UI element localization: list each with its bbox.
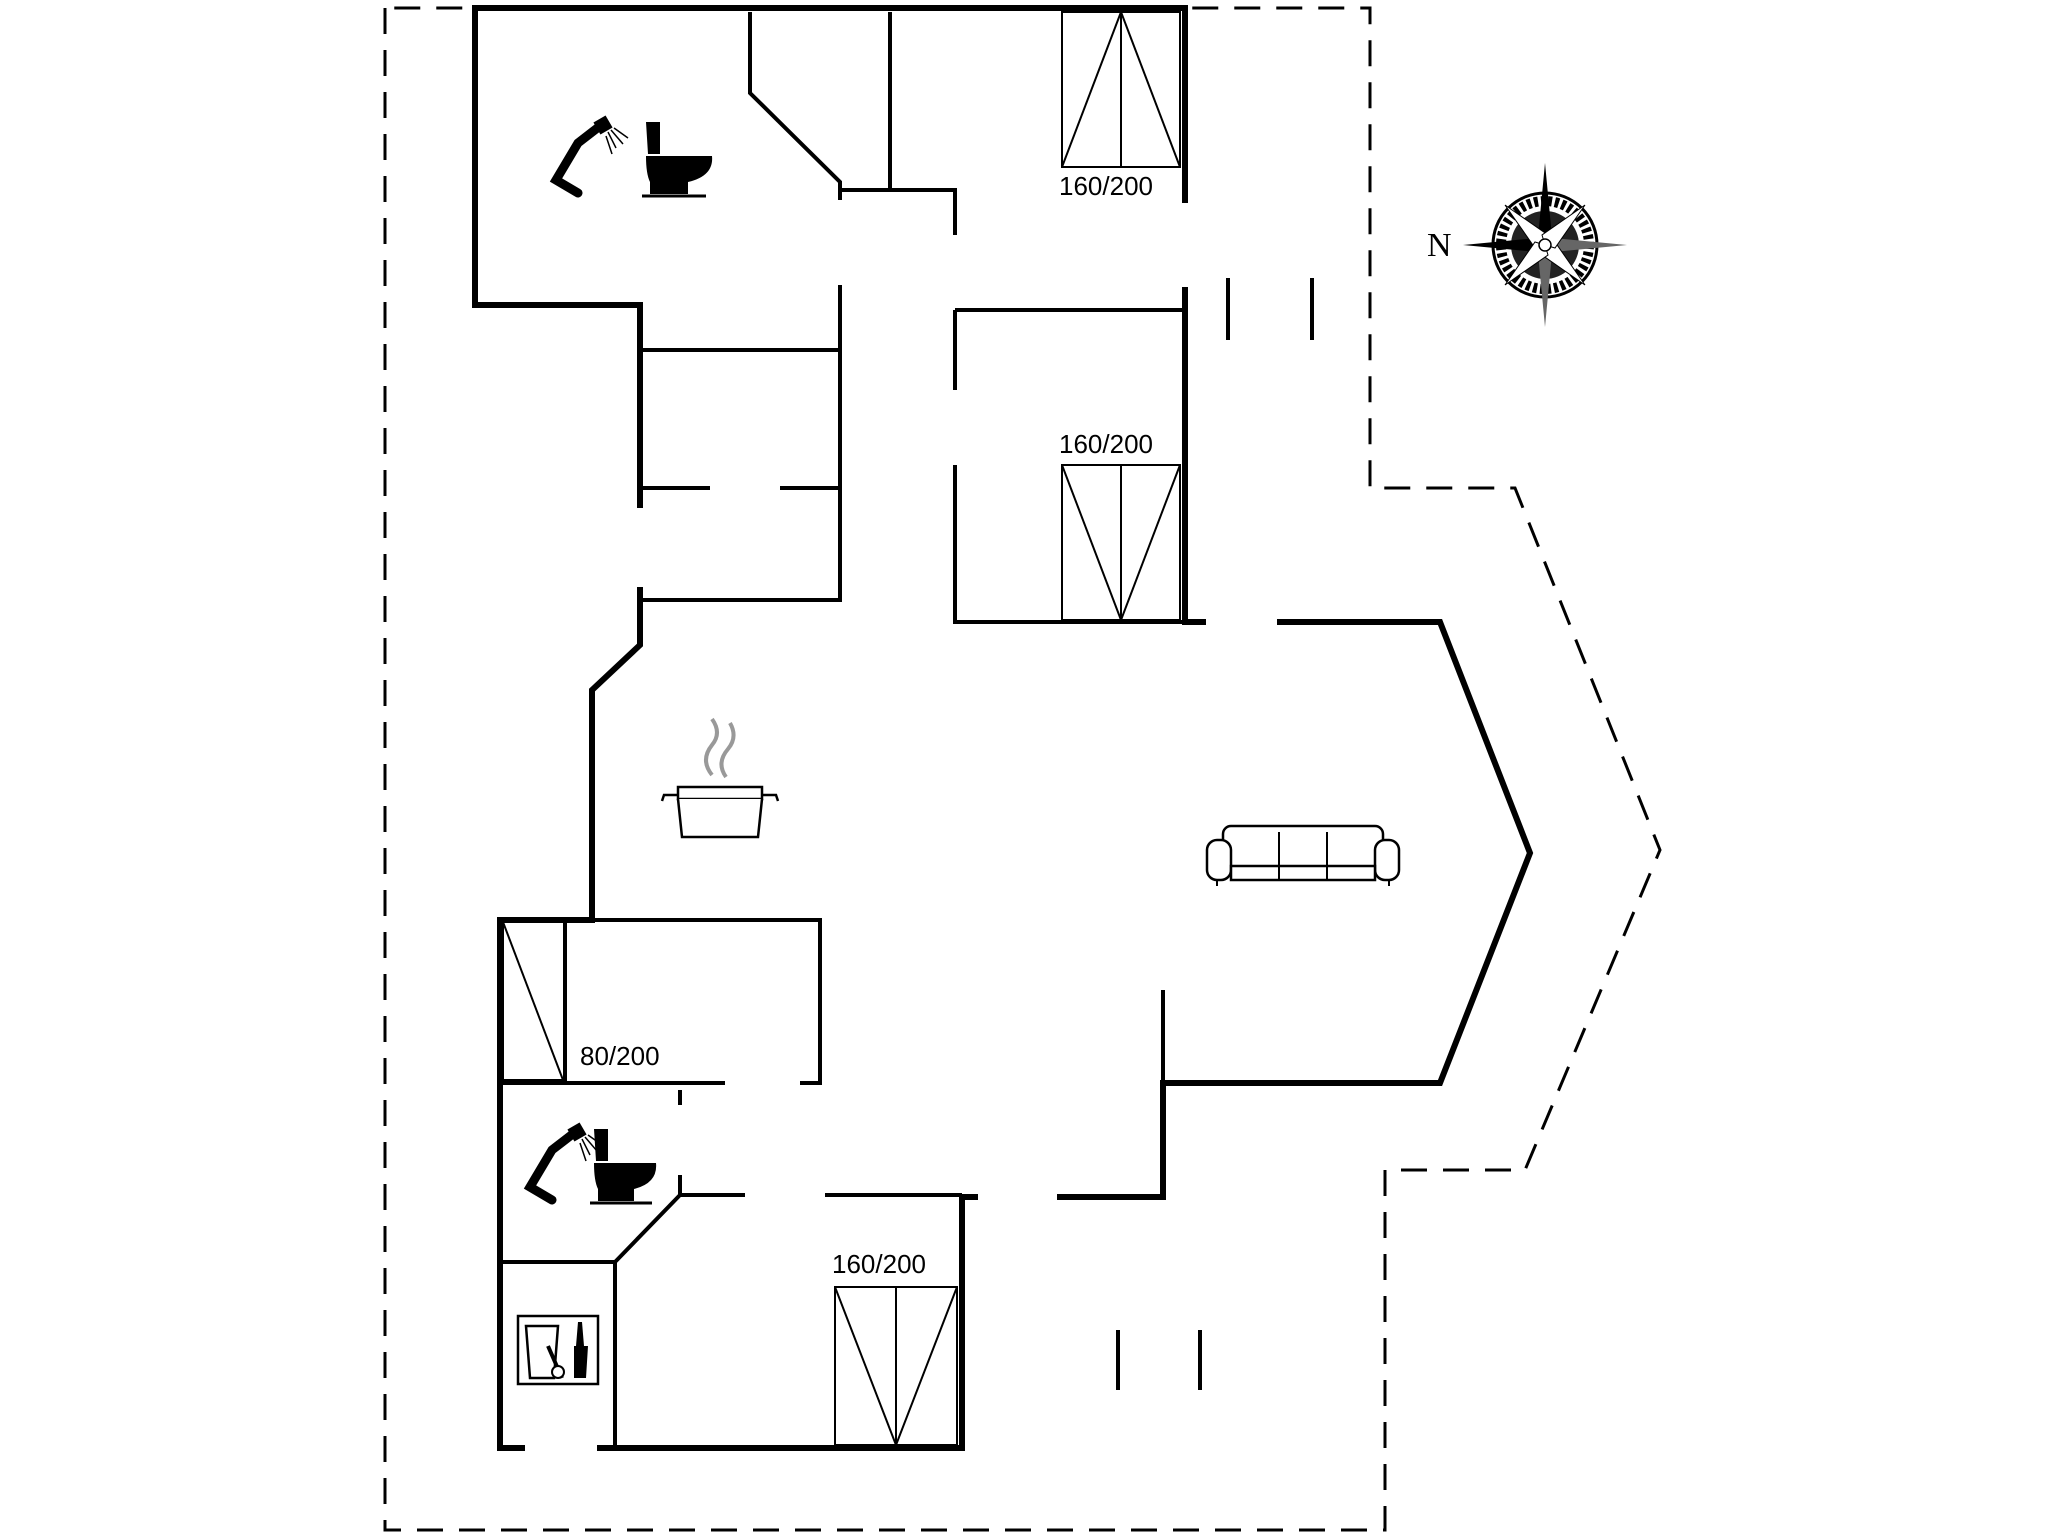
bed-size-label-small: 80/200: [580, 1041, 660, 1071]
sofa-icon: [1205, 824, 1401, 886]
washing-machine-icon: [516, 1314, 600, 1386]
bed-small: [502, 921, 566, 1081]
cooking-pot-icon: [660, 717, 780, 839]
shower-toilet-icon: [523, 1122, 657, 1205]
compass-rose-icon: [1463, 163, 1627, 327]
bed-top-right: [1061, 11, 1181, 168]
bed-size-label-top-right: 160/200: [1059, 171, 1153, 201]
compass-north-label: N: [1427, 227, 1452, 264]
shower-toilet-icon: [549, 115, 713, 198]
bed-mid-right: [1061, 464, 1181, 621]
bed-size-label-bottom: 160/200: [832, 1249, 926, 1279]
walls: [472, 5, 1534, 1451]
bed-size-label-mid-right: 160/200: [1059, 429, 1153, 459]
terrace-outline: [383, 6, 1662, 1532]
bed-bottom: [834, 1286, 958, 1446]
